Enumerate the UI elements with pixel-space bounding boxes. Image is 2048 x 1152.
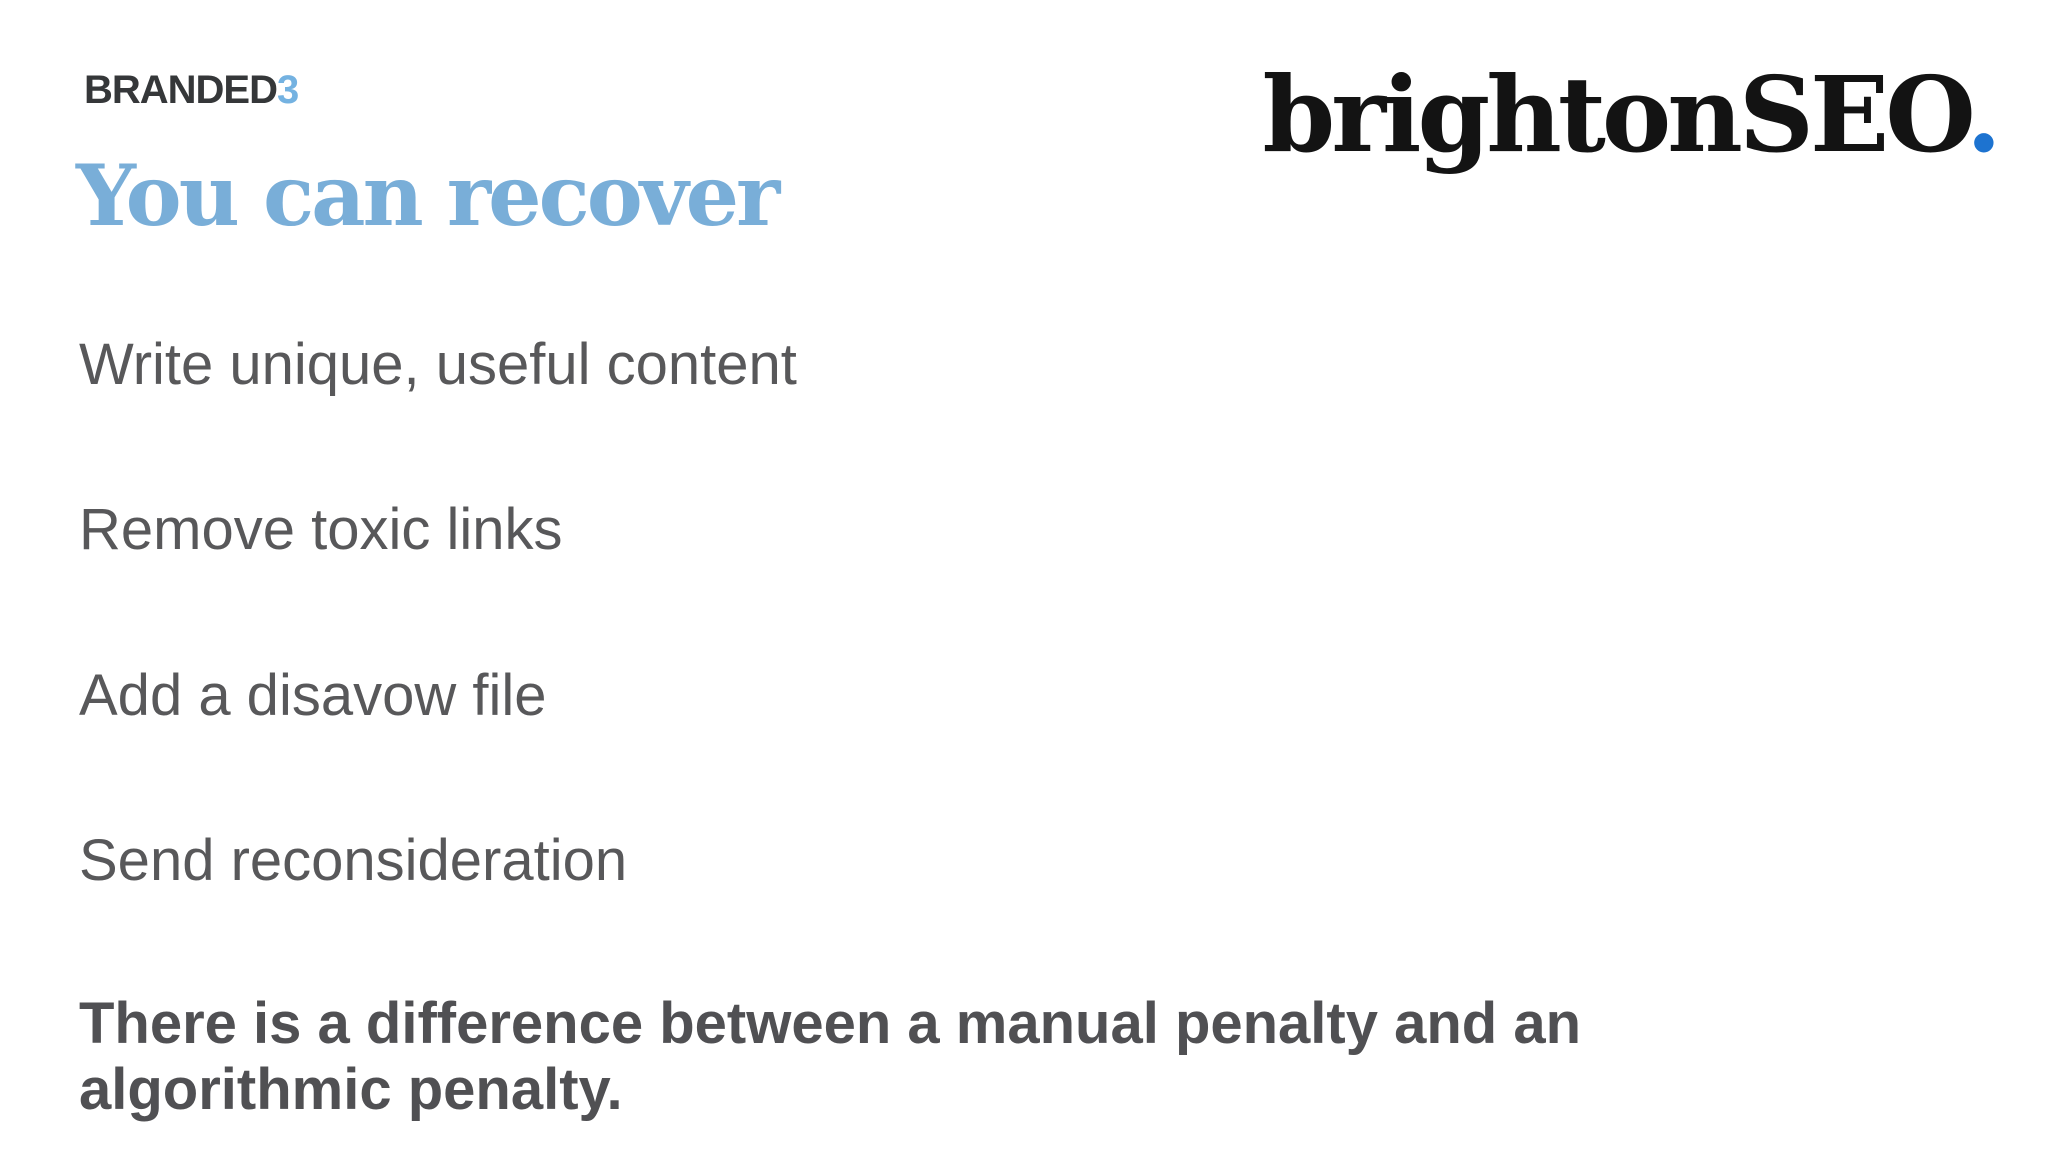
branded3-logo-accent-digit: 3 [277, 68, 299, 112]
brightonseo-logo-dot: . [1965, 53, 2002, 176]
list-item-send-reconsideration: Send reconsideration [79, 828, 628, 893]
brightonseo-logo-text: brightonSEO [1262, 53, 1970, 176]
list-item-disavow-file: Add a disavow file [79, 663, 547, 728]
slide-title: You can recover [76, 146, 780, 245]
emphasis-line-1: There is a difference between a manual p… [79, 991, 1582, 1056]
branded3-logo: BRANDED3 [84, 68, 299, 112]
list-item-write-content: Write unique, useful content [79, 332, 797, 397]
emphasis-paragraph: There is a difference between a manual p… [79, 991, 1581, 1122]
emphasis-line-2: algorithmic penalty. [79, 1056, 623, 1122]
branded3-logo-text: BRANDED [84, 68, 278, 112]
brightonseo-logo: brightonSEO. [1263, 57, 2002, 172]
list-item-remove-links: Remove toxic links [79, 497, 563, 562]
